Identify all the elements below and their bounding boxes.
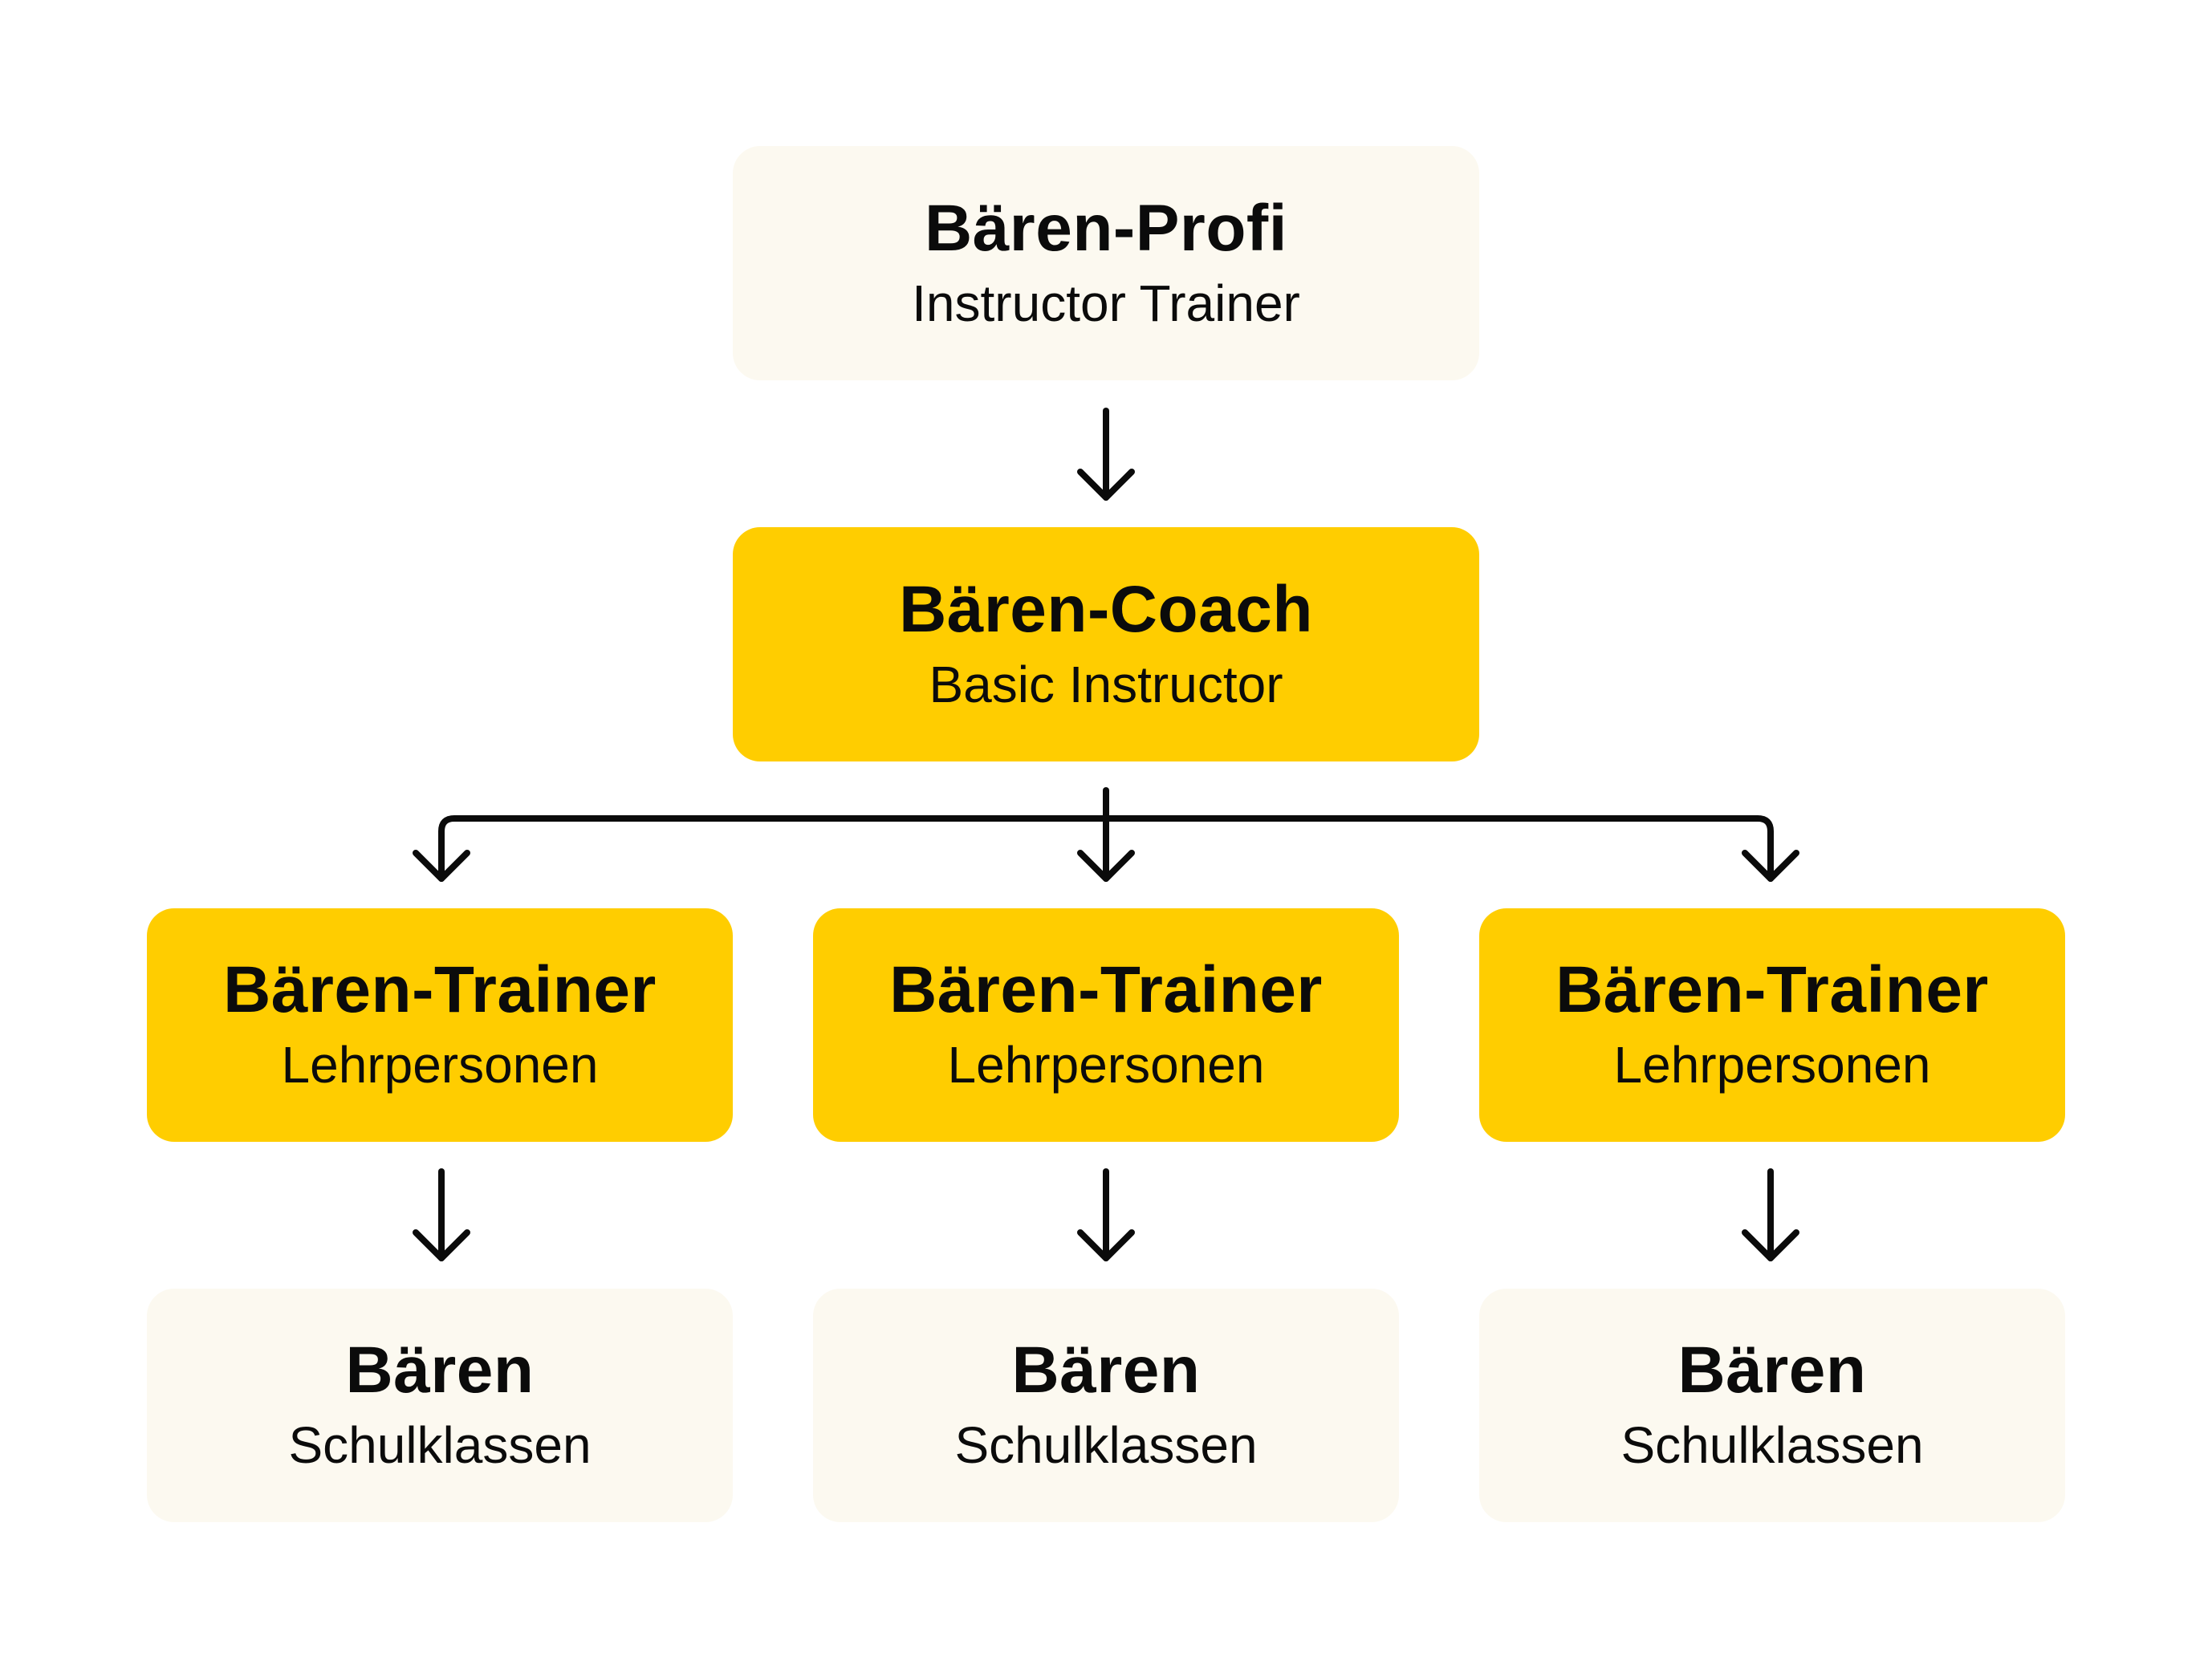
arrow-coach-to-trainer-center [1077, 787, 1135, 882]
arrow-trainer-to-baeren-center [1077, 1168, 1135, 1261]
node-baeren-profi: Bären-Profi Instructor Trainer [733, 146, 1479, 380]
node-subtitle: Basic Instructor [929, 655, 1283, 713]
node-title: Bären-Trainer [1555, 953, 1989, 1026]
node-title: Bären [345, 1334, 535, 1407]
arrow-coach-to-trainer-left [413, 850, 470, 882]
node-subtitle: Schulklassen [1620, 1416, 1924, 1475]
node-subtitle: Schulklassen [954, 1416, 1258, 1475]
node-subtitle: Instructor Trainer [912, 274, 1300, 332]
node-baeren-right: Bären Schulklassen [1479, 1289, 2065, 1522]
arrow-coach-to-trainer-right [1742, 850, 1799, 882]
node-title: Bären-Trainer [223, 953, 657, 1026]
node-subtitle: Schulklassen [288, 1416, 592, 1475]
node-title: Bären [1011, 1334, 1201, 1407]
node-baeren-coach: Bären-Coach Basic Instructor [733, 527, 1479, 761]
arrow-trainer-to-baeren-left [413, 1168, 470, 1261]
node-baeren-trainer-left: Bären-Trainer Lehrpersonen [147, 908, 733, 1142]
node-title: Bären-Profi [924, 191, 1287, 265]
node-subtitle: Lehrpersonen [1613, 1036, 1931, 1094]
node-baeren-trainer-center: Bären-Trainer Lehrpersonen [813, 908, 1399, 1142]
node-baeren-center: Bären Schulklassen [813, 1289, 1399, 1522]
node-title: Bären [1677, 1334, 1867, 1407]
arrow-trainer-to-baeren-right [1742, 1168, 1799, 1261]
node-baeren-left: Bären Schulklassen [147, 1289, 733, 1522]
node-title: Bären-Trainer [889, 953, 1323, 1026]
node-subtitle: Lehrpersonen [281, 1036, 599, 1094]
arrow-profi-to-coach [1077, 408, 1135, 501]
node-baeren-trainer-right: Bären-Trainer Lehrpersonen [1479, 908, 2065, 1142]
node-title: Bären-Coach [899, 572, 1313, 646]
node-subtitle: Lehrpersonen [947, 1036, 1265, 1094]
